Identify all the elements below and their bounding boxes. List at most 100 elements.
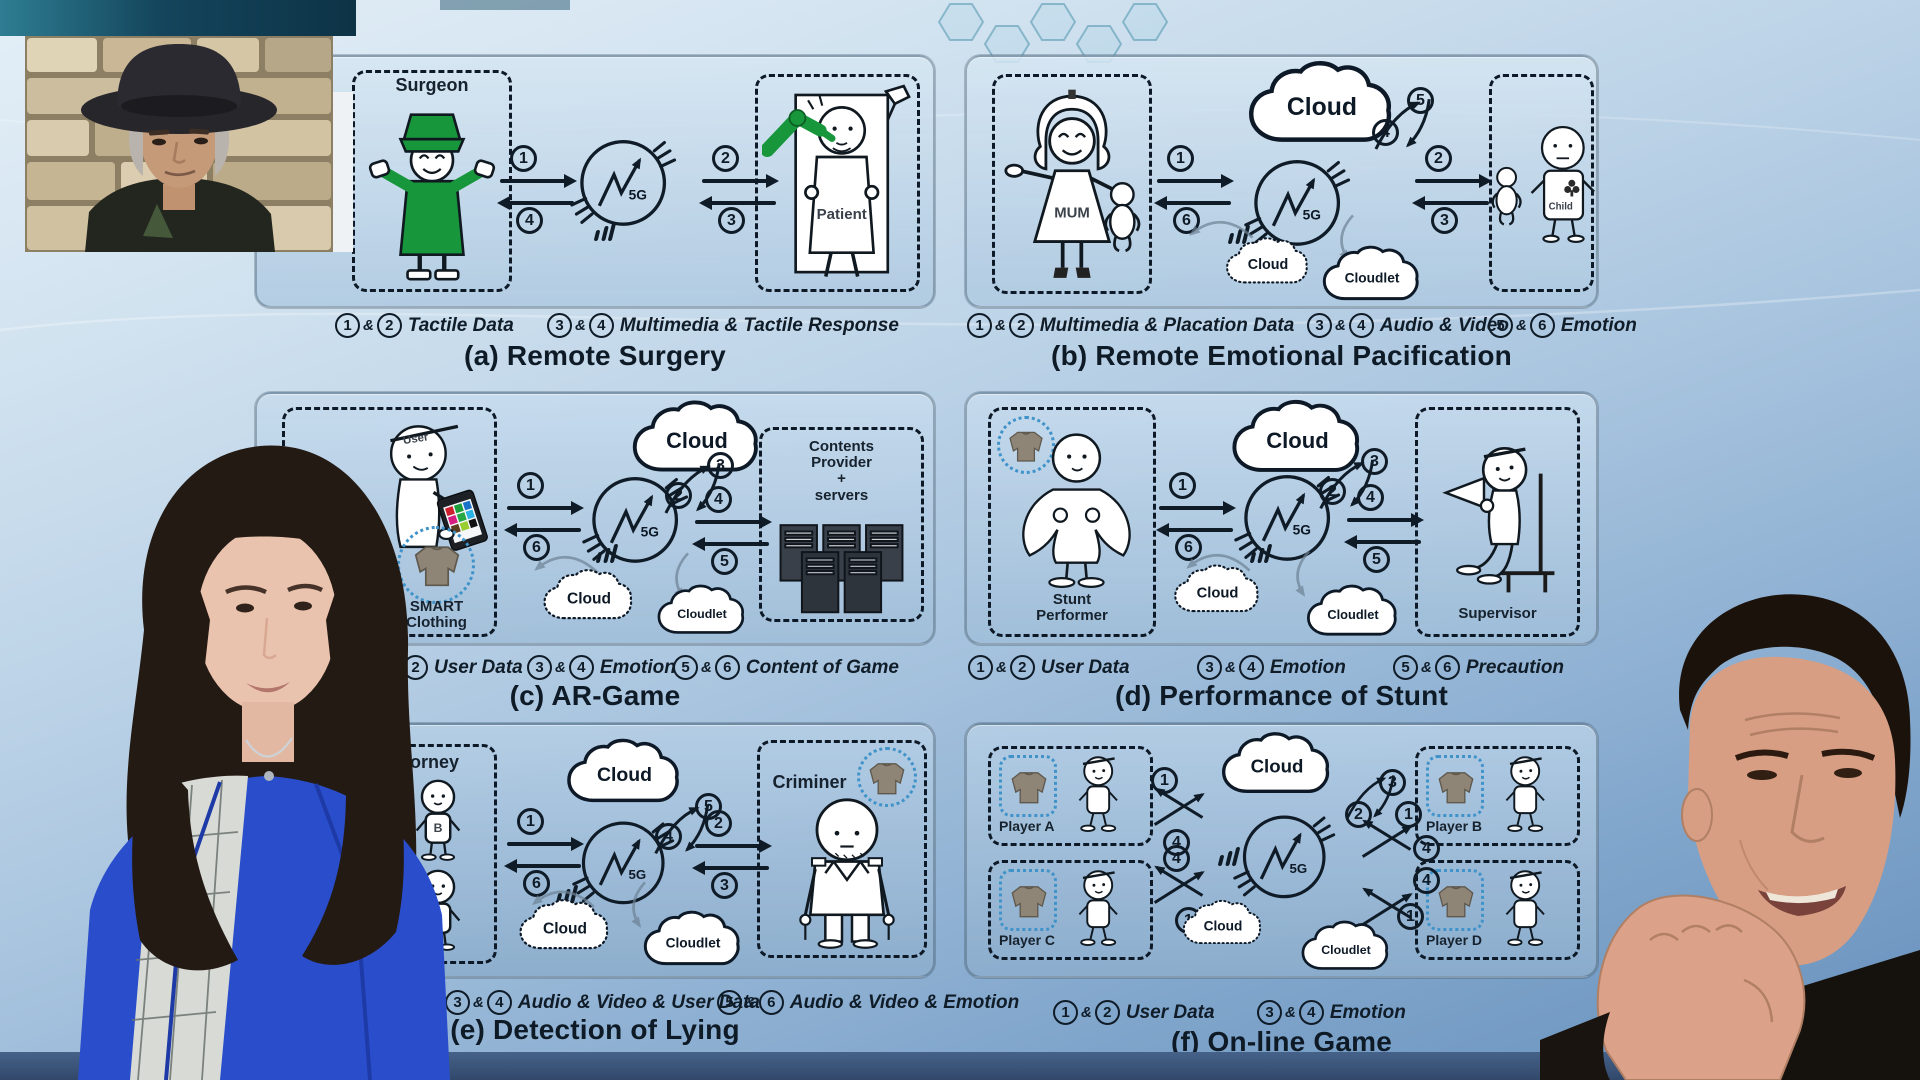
arrow-num: 2 (1345, 801, 1372, 828)
arrow-pair-5g-provider: 4 5 (692, 486, 787, 582)
man-in-hat-photo (25, 36, 333, 252)
smart-clothing-icon (1434, 877, 1478, 923)
arrow-right (500, 174, 577, 187)
arrow-num: 3 (1361, 448, 1388, 475)
stunt-performer-figure (1022, 433, 1131, 588)
arrow-num: 1 (1167, 145, 1194, 172)
svg-text:5G: 5G (641, 524, 659, 539)
arrow-num: 1 (517, 472, 544, 499)
player-b-label: Player B (1426, 818, 1483, 834)
title-a: (a) Remote Surgery (464, 340, 726, 371)
arrow-right (1159, 501, 1236, 514)
cloud-dashed-shape: Cloud (515, 897, 615, 957)
svg-text:5G: 5G (629, 867, 647, 882)
gray-arc (534, 555, 599, 574)
arrow-right (1157, 174, 1234, 187)
arrow-num: 5 (1407, 87, 1434, 114)
title-f: (f) On-line Game (1171, 1026, 1392, 1057)
player-a-label: Player A (999, 818, 1055, 834)
arrow-num: 5 (1363, 546, 1390, 573)
arrow-num: 4 (1357, 484, 1384, 511)
arrow-right (695, 515, 772, 528)
photo-white-border (333, 92, 353, 252)
woman-presenter-photo (78, 445, 450, 1080)
svg-text:Cloud: Cloud (597, 764, 652, 786)
title-b: (b) Remote Emotional Pacification (1051, 340, 1512, 371)
smart-clothing-dotted-square (1426, 869, 1484, 931)
patient-box (755, 74, 920, 292)
arrow-num: 4 (516, 207, 543, 234)
arrow-pair-surgeon-5g: 1 4 (497, 145, 592, 241)
arrow-left (692, 537, 769, 550)
arrow-num: 1 (1151, 767, 1178, 794)
arrow-num: 1 (1395, 801, 1422, 828)
cloudlet-shape: Cloudlet (639, 910, 747, 972)
smart-clothing-icon (1434, 763, 1478, 809)
child-figure: Child (1491, 125, 1595, 243)
svg-text:Cloud: Cloud (1197, 585, 1239, 601)
cloud-shape: Cloud (1225, 399, 1370, 481)
smart-clothing-icon (1007, 763, 1051, 809)
svg-text:Cloud: Cloud (666, 428, 728, 453)
arrow-left (1156, 523, 1233, 536)
cloudlet-shape: Cloudlet (647, 584, 757, 640)
arrow-pair-5g-criminer: 2 3 (692, 810, 787, 906)
attorney-figure-b: B (407, 777, 469, 861)
surgeon-label: Surgeon (395, 75, 469, 95)
arrow-num: 1 (1397, 903, 1424, 930)
arrow-right (702, 174, 779, 187)
panel-online-game: Player A Player B Player C Player D Clou… (965, 723, 1598, 978)
arrow-num: 2 (1425, 145, 1452, 172)
arrow-right (1415, 174, 1492, 187)
supervisor-label: Supervisor (1458, 605, 1537, 622)
arrow-num: 4 (1413, 867, 1440, 894)
arrow-num: 3 (711, 872, 738, 899)
arrow-right (507, 837, 584, 850)
arrow-num: 2 (712, 145, 739, 172)
gray-arc (1189, 220, 1254, 239)
cloud-dashed-shape: Cloud (1222, 233, 1314, 293)
arrow-num: 4 (1163, 845, 1190, 872)
svg-text:Cloudlet: Cloudlet (1321, 943, 1371, 957)
arrow-num: 3 (718, 207, 745, 234)
svg-text:Cloud: Cloud (543, 921, 587, 938)
arrow-right (507, 501, 584, 514)
arrow-left (497, 196, 574, 209)
supervisor-box (1415, 407, 1580, 637)
arrow-num: 1 (510, 145, 537, 172)
smart-clothing-dotted-square (999, 755, 1057, 817)
svg-text:User: User (402, 431, 430, 447)
5g-node-icon: 5G (572, 809, 678, 915)
cloud-shape: Cloud (562, 735, 687, 813)
smart-clothing-dotted-circle (857, 747, 917, 807)
cloudlet-shape: Cloudlet (1297, 584, 1409, 642)
cloud-shape: Cloud (1217, 728, 1337, 804)
criminer-figure (799, 798, 895, 949)
arrow-num: 4 (1372, 119, 1399, 146)
arrow-num: 6 (523, 534, 550, 561)
panel-remote-emotional-pacification: MUM 1 6 Cloud 5G 4 5 2 3 Cloud (965, 55, 1598, 308)
mum-figure: MUM (1004, 89, 1141, 278)
gray-arc (631, 881, 647, 928)
player-a-box (988, 746, 1153, 846)
svg-text:Cloud: Cloud (1266, 428, 1329, 453)
arrow-left (1412, 196, 1489, 209)
criminer-box (757, 740, 927, 958)
panel-remote-surgery: Surgeon 1 4 5G 2 3 (255, 55, 935, 308)
gray-arc (1186, 553, 1251, 572)
svg-text:Cloudlet: Cloudlet (666, 936, 721, 951)
smart-clothing-dotted-square (1426, 755, 1484, 817)
arrow-num: 2 (1319, 478, 1346, 505)
